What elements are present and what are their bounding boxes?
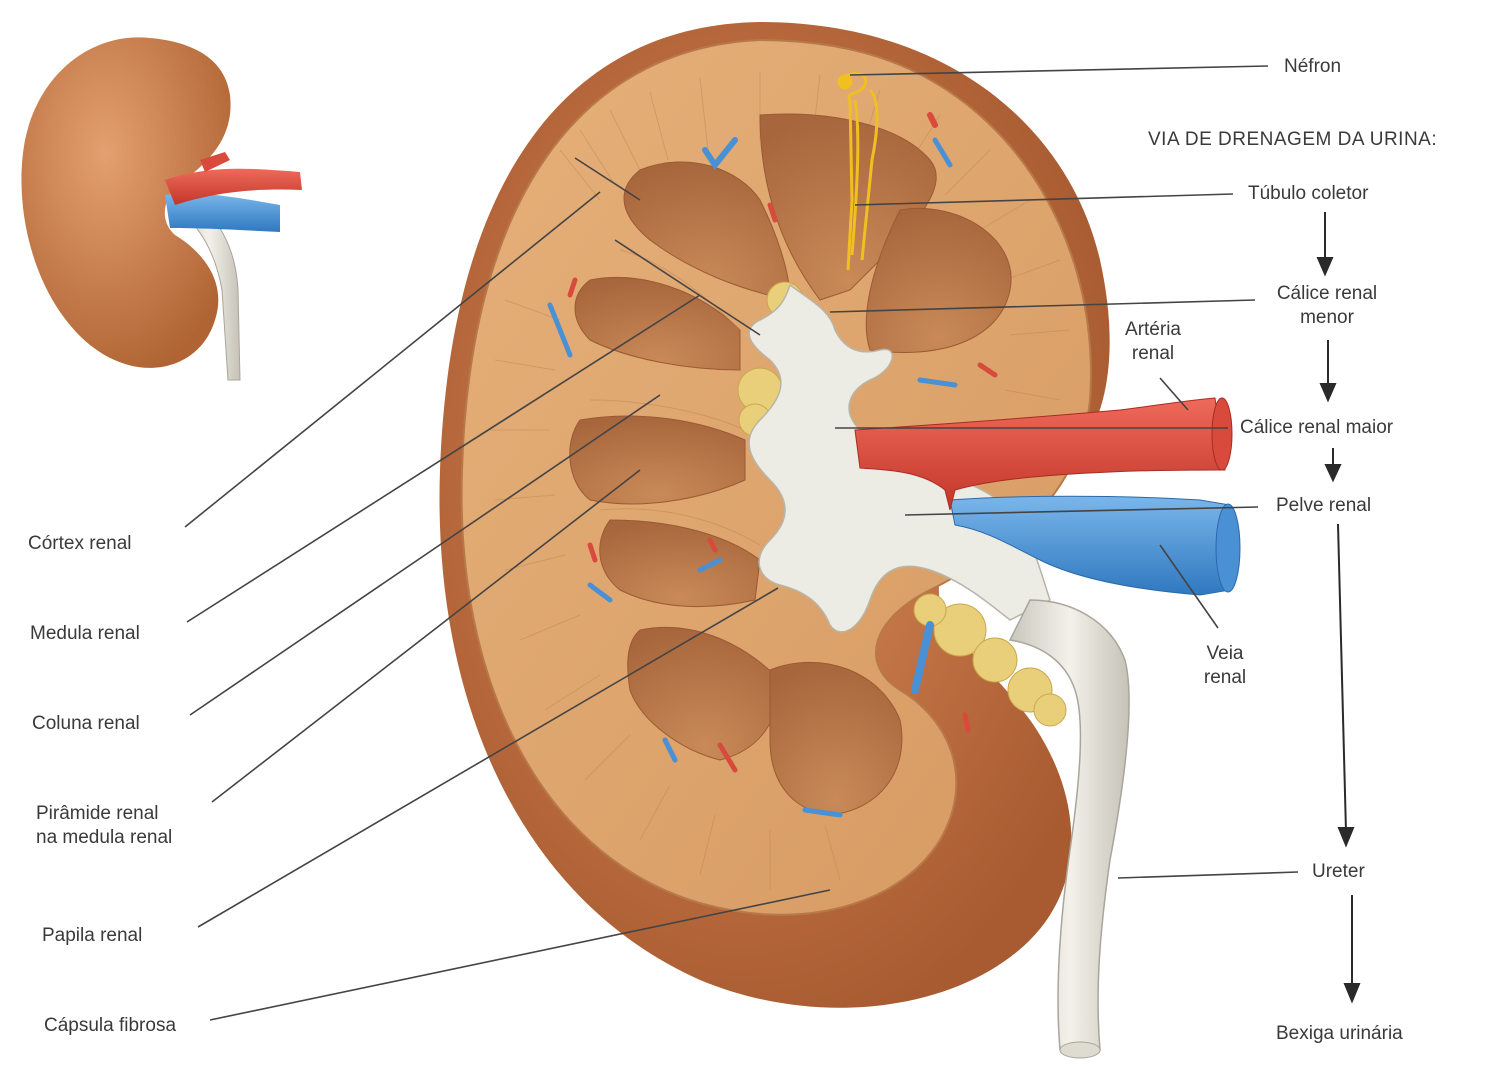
label-coluna-renal: Coluna renal [32, 712, 140, 736]
label-capsula-fibrosa: Cápsula fibrosa [44, 1014, 176, 1038]
label-ureter: Ureter [1312, 860, 1365, 884]
small-kidney [21, 37, 302, 380]
main-kidney [439, 22, 1240, 1058]
label-bexiga: Bexiga urinária [1276, 1022, 1403, 1046]
label-nefron: Néfron [1284, 55, 1341, 79]
label-tubulo-coletor: Túbulo coletor [1248, 182, 1368, 206]
label-medula-renal: Medula renal [30, 622, 140, 646]
label-arteria-renal: Artéria renal [1112, 318, 1194, 366]
label-papila-renal: Papila renal [42, 924, 142, 948]
label-veia-renal: Veia renal [1190, 642, 1260, 690]
label-calice-maior: Cálice renal maior [1240, 416, 1393, 440]
label-piramide-renal: Pirâmide renal na medula renal [36, 802, 172, 850]
label-cortex-renal: Córtex renal [28, 532, 132, 556]
label-calice-menor: Cálice renal menor [1262, 282, 1392, 330]
label-pelve-renal: Pelve renal [1276, 494, 1371, 518]
label-via-drenagem: VIA DE DRENAGEM DA URINA: [1148, 128, 1437, 152]
